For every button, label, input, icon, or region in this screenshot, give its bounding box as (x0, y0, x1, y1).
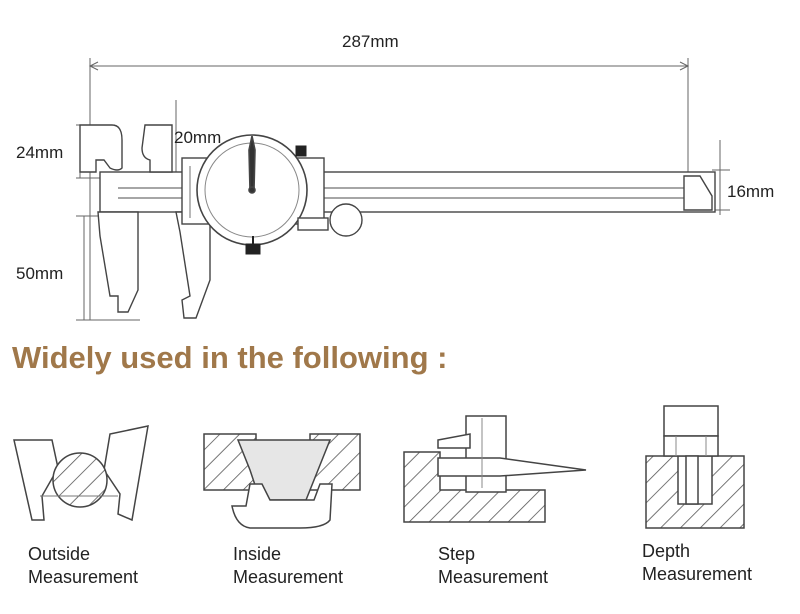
outside-caption-line1: Outside (28, 544, 91, 564)
dial-caliper-diagram (76, 58, 730, 321)
outside-jaw-depth-label: 50mm (16, 264, 64, 283)
thumb-wheel (297, 203, 363, 237)
overall-dimension-line (88, 58, 690, 320)
dial-gap-label: 20mm (174, 128, 222, 147)
outside-measurement-illustration (13, 425, 149, 522)
dial-face (196, 134, 308, 246)
fixed-upper-jaw (79, 124, 123, 173)
outside-caption-line2: Measurement (28, 567, 139, 587)
depth-measurement-illustration (645, 405, 745, 529)
step-caption-line2: Measurement (438, 567, 549, 587)
movable-upper-jaw (141, 124, 173, 173)
overall-length-label: 287mm (342, 32, 399, 51)
step-caption-line1: Step (438, 544, 476, 564)
inside-caption-line1: Inside (233, 544, 282, 564)
inside-measurement-caption: Inside Measurement (233, 543, 343, 589)
step-measurement-caption: Step Measurement (438, 543, 548, 589)
depth-rod-end (683, 175, 713, 211)
movable-lower-jaw (175, 211, 211, 319)
depth-measurement-caption: Depth Measurement (642, 540, 752, 586)
outside-measurement-caption: Outside Measurement (28, 543, 138, 589)
fixed-lower-jaw (97, 211, 139, 313)
lock-screws (245, 145, 307, 255)
step-measurement-illustration (403, 415, 587, 523)
usage-heading: Widely used in the following : (12, 340, 448, 375)
inside-caption-line2: Measurement (233, 567, 344, 587)
depth-caption-line2: Measurement (642, 564, 753, 584)
depth-caption-line1: Depth (642, 541, 691, 561)
inside-jaw-depth-label: 24mm (16, 143, 64, 162)
inside-measurement-illustration (203, 433, 361, 529)
depth-rod-label: 16mm (727, 182, 775, 201)
